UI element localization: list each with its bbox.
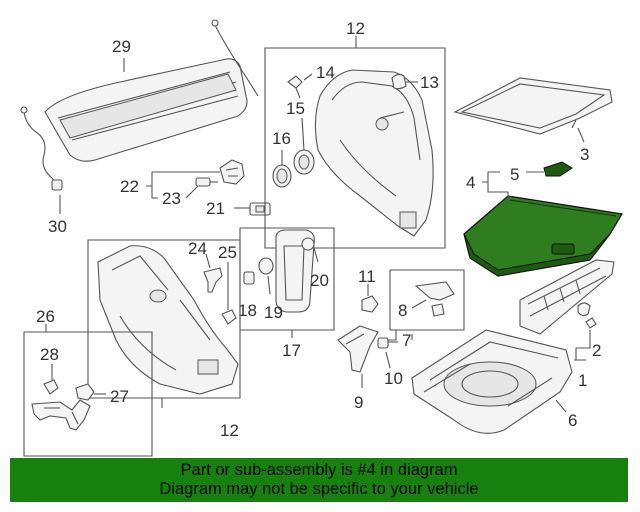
- part-6-floor-pan[interactable]: [411, 329, 573, 434]
- part-1-rear-panel[interactable]: [519, 259, 615, 335]
- part-25-clip[interactable]: [221, 309, 237, 325]
- callout-16[interactable]: 16: [272, 129, 291, 148]
- part-20-clip[interactable]: [301, 237, 315, 251]
- callout-25[interactable]: 25: [218, 243, 237, 262]
- callout-22[interactable]: 22: [120, 177, 139, 196]
- callout-14[interactable]: 14: [316, 63, 335, 82]
- part-20-trim-cover[interactable]: [275, 229, 315, 313]
- callout-17[interactable]: 17: [282, 341, 301, 360]
- callout-5[interactable]: 5: [510, 165, 519, 184]
- group-box-12-top: [264, 47, 446, 249]
- part-5-handle-highlighted[interactable]: [543, 161, 573, 177]
- part-14-screw[interactable]: [287, 75, 303, 99]
- parts-diagram: 29 30 22 23 21 12 14 13: [20, 19, 623, 457]
- callout-4[interactable]: 4: [466, 173, 475, 192]
- callout-7-visible[interactable]: 7: [402, 331, 411, 350]
- leader-20: [313, 247, 319, 263]
- leader-22-23: [146, 171, 220, 199]
- leader-24: [205, 253, 211, 269]
- callout-20[interactable]: 20: [310, 271, 329, 290]
- banner-line-2: Diagram may not be specific to your vehi…: [159, 480, 479, 498]
- banner-line-1: Part or sub-assembly is #4 in diagram: [180, 461, 458, 479]
- leader-19: [267, 275, 271, 295]
- callout-2[interactable]: 2: [592, 341, 601, 360]
- part-13-clip[interactable]: [391, 73, 407, 90]
- part-24-pin[interactable]: [203, 267, 223, 293]
- callout-1[interactable]: 1: [578, 371, 587, 390]
- callout-9[interactable]: 9: [354, 393, 363, 412]
- callout-3[interactable]: 3: [580, 145, 589, 164]
- callout-15[interactable]: 15: [286, 99, 305, 118]
- part-15-cap[interactable]: [293, 149, 315, 175]
- callout-19[interactable]: 19: [264, 303, 283, 322]
- leader-10: [385, 351, 391, 369]
- part-23-clip[interactable]: [195, 177, 218, 187]
- part-8-bracket[interactable]: [414, 281, 455, 317]
- part-28-bolt[interactable]: [43, 364, 59, 395]
- callout-18[interactable]: 18: [238, 301, 257, 320]
- part-21-clip[interactable]: [249, 202, 271, 216]
- notice-banner: Part or sub-assembly is #4 in diagram Di…: [10, 458, 628, 502]
- group-box-26: [23, 331, 153, 457]
- callout-10[interactable]: 10: [384, 369, 403, 388]
- part-22-bracket[interactable]: [219, 159, 245, 185]
- leader-4: [482, 171, 509, 200]
- callout-29[interactable]: 29: [112, 37, 131, 56]
- callout-6[interactable]: 6: [568, 411, 577, 430]
- part-11-nut[interactable]: [361, 295, 379, 313]
- leader-7: [387, 330, 413, 346]
- part-26-latch-assembly[interactable]: [31, 399, 91, 431]
- leader-14: [303, 73, 313, 81]
- part-3-cargo-tray[interactable]: [453, 77, 613, 135]
- part-27-latch[interactable]: [75, 383, 106, 401]
- leader-6: [555, 399, 567, 413]
- callout-12-top[interactable]: 12: [346, 19, 365, 38]
- leader-15: [301, 117, 305, 151]
- callout-21[interactable]: 21: [206, 199, 225, 218]
- part-18-clip[interactable]: [243, 271, 255, 285]
- callout-12-bottom[interactable]: 12: [220, 421, 239, 440]
- callout-30[interactable]: 30: [48, 217, 67, 236]
- part-12-side-trim-right[interactable]: [314, 69, 434, 237]
- leader-3: [577, 127, 585, 143]
- part-29-strap: [211, 19, 259, 97]
- part-30-cable[interactable]: [20, 106, 63, 191]
- group-box-7: [389, 269, 465, 331]
- part-9-bracket[interactable]: [337, 325, 379, 373]
- part-29-package-shelf[interactable]: [44, 58, 248, 162]
- group-box-12-bottom: [87, 239, 241, 399]
- part-12-side-trim-left[interactable]: [97, 245, 239, 395]
- part-19-cap[interactable]: [258, 257, 274, 275]
- callout-11[interactable]: 11: [358, 267, 376, 286]
- callout-13[interactable]: 13: [420, 73, 439, 92]
- callout-28[interactable]: 28: [40, 345, 59, 364]
- leader-2-1: [574, 330, 591, 361]
- part-4-load-floor-highlighted[interactable]: [463, 195, 623, 277]
- part-16-grommet[interactable]: [272, 164, 292, 188]
- callout-24[interactable]: 24: [188, 239, 207, 258]
- leader-8: [411, 299, 427, 309]
- callout-27[interactable]: 27: [110, 387, 129, 406]
- callout-26[interactable]: 26: [36, 307, 55, 326]
- part-2-clips[interactable]: [577, 302, 597, 329]
- callout-23[interactable]: 23: [162, 189, 181, 208]
- callout-8[interactable]: 8: [398, 301, 407, 320]
